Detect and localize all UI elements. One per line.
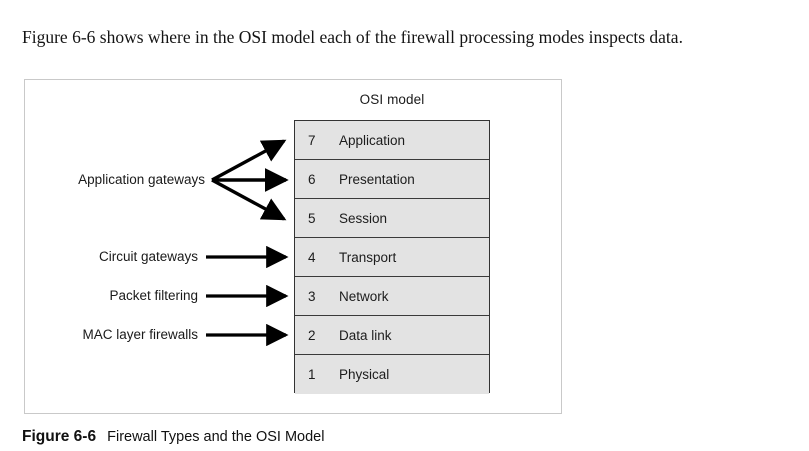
osi-layer-3: 3 Network	[295, 277, 489, 316]
intro-paragraph: Figure 6-6 shows where in the OSI model …	[22, 26, 683, 47]
osi-layer-name: Data link	[339, 327, 392, 343]
osi-layer-name: Transport	[339, 249, 397, 265]
osi-layer-number: 2	[308, 327, 316, 343]
osi-layer-number: 4	[308, 249, 316, 265]
osi-layer-number: 1	[308, 367, 316, 382]
osi-layer-name: Application	[339, 132, 406, 148]
annotation-label-circuit-gateways: Circuit gateways	[98, 249, 198, 264]
figure-caption: Figure 6-6 Firewall Types and the OSI Mo…	[22, 428, 324, 446]
osi-stack-title: OSI model	[359, 92, 425, 107]
annotation-label-packet-filtering: Packet filtering	[109, 288, 198, 303]
osi-layer-name: Presentation	[339, 171, 415, 187]
osi-layer-name: Network	[339, 288, 389, 304]
osi-layer-number: 3	[308, 288, 316, 304]
osi-layer-5: 5 Session	[295, 199, 489, 238]
osi-layer-number: 5	[308, 210, 316, 226]
osi-layer-2: 2 Data link	[295, 316, 489, 355]
osi-layer-1: 1 Physical	[295, 355, 489, 394]
osi-layer-number: 6	[308, 171, 316, 187]
osi-layer-name: Session	[339, 210, 388, 226]
annotation-label-application-gateways: Application gateways	[78, 172, 205, 187]
osi-layer-number: 7	[308, 132, 316, 148]
figure-caption-number: Figure 6-6	[22, 428, 97, 445]
osi-layer-name: Physical	[339, 367, 390, 382]
osi-layer-4: 4 Transport	[295, 238, 489, 277]
figure-caption-text: Firewall Types and the OSI Model	[107, 429, 325, 445]
osi-layer-7: 7 Application	[295, 121, 489, 160]
osi-layer-6: 6 Presentation	[295, 160, 489, 199]
annotation-label-mac-layer-firewalls: MAC layer firewalls	[82, 327, 198, 342]
osi-model-stack: 7 Application 6 Presentation 5 Session 4…	[294, 120, 490, 394]
